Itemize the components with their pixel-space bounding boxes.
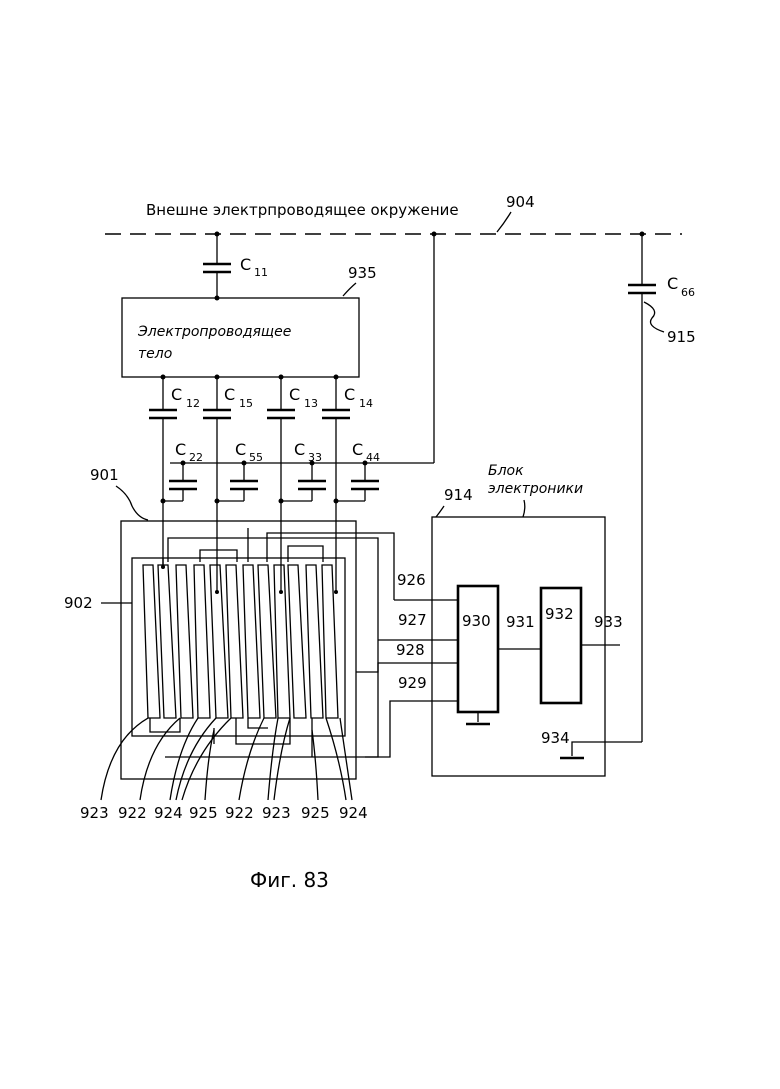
- ref-932: 932: [545, 605, 574, 623]
- c44-sub: 44: [366, 451, 380, 464]
- electronics-block: Блок электроники 914 930 931 932 933 934: [432, 463, 642, 776]
- bottom-label-924-b: 924: [339, 804, 368, 822]
- c66-sub: 66: [681, 286, 695, 299]
- capacitor-c11: C 11: [203, 234, 268, 301]
- ref-902: 902: [64, 594, 93, 612]
- body-label-line2: тело: [138, 346, 172, 362]
- c55-sub: 55: [249, 451, 263, 464]
- c11-letter: C: [240, 255, 251, 274]
- c12-letter: C: [171, 385, 182, 404]
- c15-sub: 15: [239, 397, 253, 410]
- c13-sub: 13: [304, 397, 318, 410]
- body-label-line1: Электропроводящее: [137, 324, 291, 340]
- c33-sub: 33: [308, 451, 322, 464]
- body-ref-leader: [343, 283, 356, 296]
- ref-933: 933: [594, 613, 623, 631]
- c11-sub: 11: [254, 266, 268, 279]
- bottom-label-922-b: 922: [225, 804, 254, 822]
- bottom-label-923-a: 923: [80, 804, 109, 822]
- ref-901: 901: [90, 466, 119, 484]
- c44-letter: C: [352, 440, 363, 459]
- c14-sub: 14: [359, 397, 373, 410]
- block-930: [458, 586, 498, 712]
- capacitor-c66: C 66 915: [628, 234, 696, 742]
- ref-901-leader: [116, 486, 148, 520]
- ref-915: 915: [667, 328, 696, 346]
- bottom-label-924-a: 924: [154, 804, 183, 822]
- ref-934: 934: [541, 729, 570, 747]
- bottom-references: 923 922 924 925 922 923 925 924: [80, 718, 368, 822]
- environment-label: Внешне электрпроводящее окружение: [146, 201, 459, 219]
- c13-letter: C: [289, 385, 300, 404]
- c14-letter: C: [344, 385, 355, 404]
- body-ref: 935: [348, 264, 377, 282]
- c12-sub: 12: [186, 397, 200, 410]
- c22-sub: 22: [189, 451, 203, 464]
- c55-letter: C: [235, 440, 246, 459]
- ref-915-leader: [644, 302, 664, 332]
- environment-leader: [497, 212, 511, 232]
- lower-capacitor-row: C 22 C 55 C 33 C 44: [161, 440, 381, 504]
- upper-capacitor-row: C 12 C 15 C 13 C 14: [149, 375, 373, 593]
- ref-930: 930: [462, 612, 491, 630]
- environment-ref: 904: [506, 193, 535, 211]
- bottom-label-925-b: 925: [301, 804, 330, 822]
- connection-leads: 926 927 928 929: [356, 571, 458, 757]
- c66-letter: C: [667, 274, 678, 293]
- electronics-label-line1: Блок: [488, 463, 524, 479]
- c22-letter: C: [175, 440, 186, 459]
- electronics-ref-leader: [436, 506, 444, 517]
- external-environment: Внешне электрпроводящее окружение 904: [105, 193, 682, 237]
- electronics-label-leader: [523, 500, 525, 517]
- electronics-ref: 914: [444, 486, 473, 504]
- conductive-body: Электропроводящее тело 935: [122, 264, 377, 377]
- bottom-label-925-a: 925: [189, 804, 218, 822]
- c33-letter: C: [294, 440, 305, 459]
- figure-caption: Фиг. 83: [250, 868, 329, 892]
- electronics-label-line2: электроники: [488, 481, 583, 497]
- ref-927: 927: [398, 611, 427, 629]
- ref-928: 928: [396, 641, 425, 659]
- bottom-label-922-a: 922: [118, 804, 147, 822]
- bottom-label-923-b: 923: [262, 804, 291, 822]
- ref-931: 931: [506, 613, 535, 631]
- ref-929: 929: [398, 674, 427, 692]
- ref-926: 926: [397, 571, 426, 589]
- c15-letter: C: [224, 385, 235, 404]
